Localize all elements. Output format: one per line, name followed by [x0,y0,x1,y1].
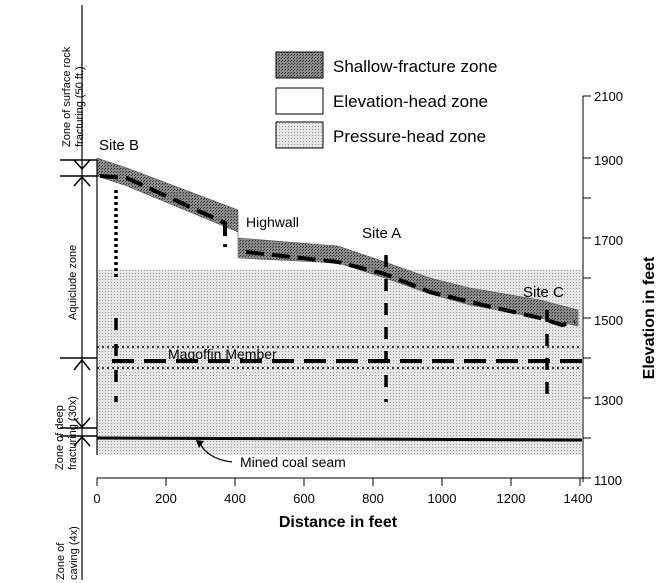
zone-caving-label-2: caving (4x) [68,526,80,580]
water-level-line [99,174,576,328]
x-tick-label: 800 [362,491,384,506]
zone-aquiclude-label: Aquiclude zone [67,245,79,320]
x-tick-label: 1400 [564,491,593,506]
shallow-fracture-zone [96,157,579,327]
zone-brackets [60,159,97,447]
site-a-label: Site A [362,225,401,242]
coal-seam-label: Mined coal seam [240,454,346,470]
y-tick-label: 1500 [594,313,623,328]
zone-surface-rock-label-1: Zone of surface rock [61,46,73,147]
coal-seam-line [96,436,583,442]
x-tick-label: 1200 [497,491,526,506]
legend-swatch-shallow-fracture [275,51,324,79]
legend-label-shallow-fracture: Shallow-fracture zone [333,57,497,76]
y-tick-label: 1700 [594,233,623,248]
site-b-label: Site B [99,137,139,154]
zone-surface-rock-label-2: fracturing (50 ft.) [74,66,86,147]
legend-label-pressure-head: Pressure-head zone [333,127,486,146]
highwall-label: Highwall [246,214,299,230]
zone-deep-label-1: Zone of deep [54,405,66,470]
legend-swatch-pressure-head [275,121,324,149]
legend-swatch-elevation-head [275,87,324,115]
x-tick-label: 600 [293,491,315,506]
y-tick-label: 1100 [594,473,622,488]
x-tick-label: 400 [224,491,246,506]
site-c-label: Site C [523,284,564,301]
magoffin-label: Magoffin Member [168,346,277,362]
x-tick-label: 200 [155,491,177,506]
coal-seam-arrowhead [196,440,204,448]
y-tick-label: 1300 [594,393,623,408]
coal-seam-pointer [199,442,233,463]
y-tick-label: 2100 [594,89,623,104]
legend: Shallow-fracture zone Elevation-head zon… [275,51,497,149]
x-axis: 0 200 400 600 800 1000 1200 1400 Distanc… [93,477,593,531]
legend-label-elevation-head: Elevation-head zone [333,92,488,111]
zone-deep-label-2: fracturing (30x) [67,396,79,470]
x-tick-label: 0 [93,491,100,506]
x-tick-label: 1000 [428,491,457,506]
zone-caving-label-1: Zone of [55,542,67,580]
y-axis: 1100 1300 1500 1700 1900 2100 Elevation … [582,89,658,488]
y-tick-label: 1900 [594,153,623,168]
x-axis-title: Distance in feet [279,514,398,531]
y-axis-title: Elevation in feet [641,256,658,379]
